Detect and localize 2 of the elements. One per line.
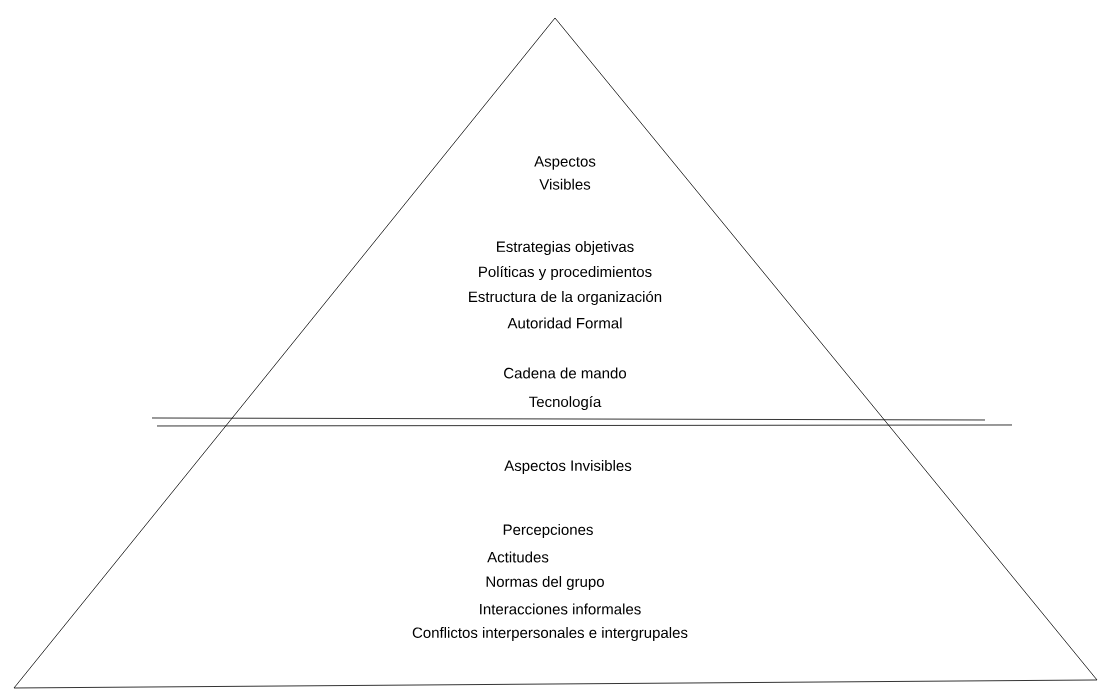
pyramid-top-section: Aspectos Visibles Estrategias objetivas Políticas y procedimientos Estructura de la organización Autoridad Formal Cadena de mando Tecnología [228,17,887,423]
pyramid-base-section: Aspectos Invisibles Percepciones Actitudes Normas del grupo Interacciones informales Conflictos interpersonales e intergrupales [13,421,1098,689]
